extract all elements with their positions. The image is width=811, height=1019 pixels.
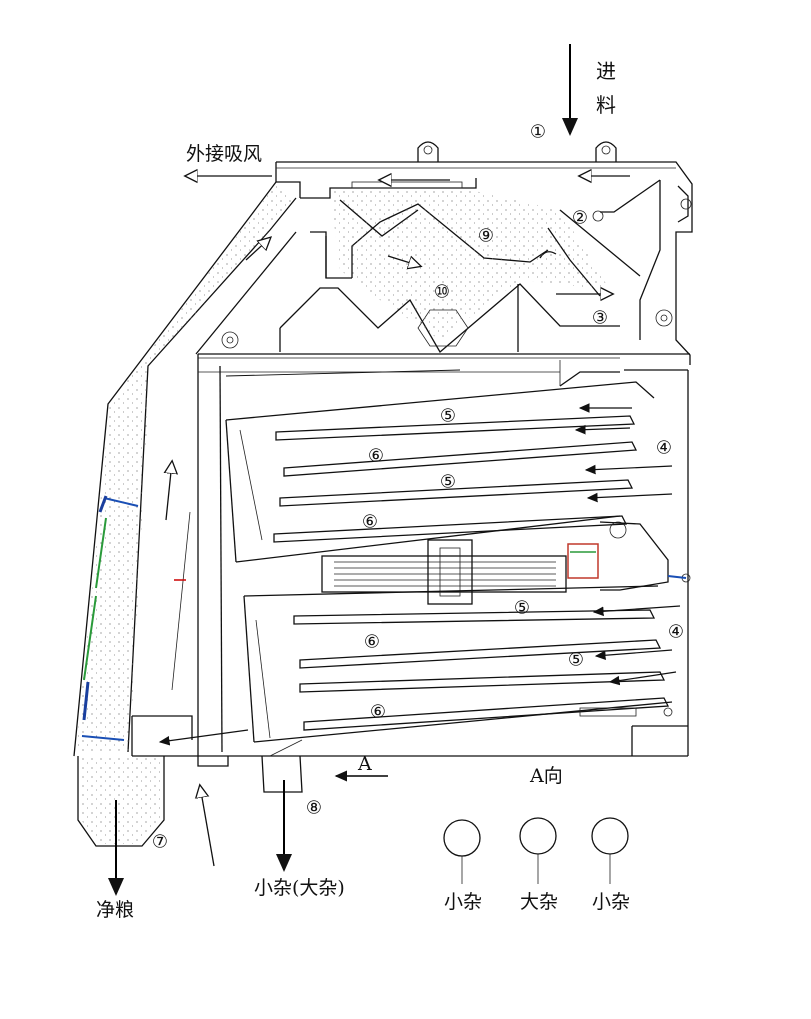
outlet-circle-right [591,817,629,855]
a-marker-label: A [357,753,372,775]
sieve-body [131,354,691,757]
callout-6-c: ⑥ [364,632,380,653]
outlet-label-right: 小杂 [592,891,630,913]
callout-4-upper: ④ [656,438,672,459]
outlet-circle-left [443,819,481,857]
small-impurity-label: 小杂(大杂) [254,877,345,899]
callout-6-d: ⑥ [370,702,386,723]
callout-2: ② [572,208,588,229]
callout-5-c: ⑤ [514,598,530,619]
lifting-lug-right [595,141,617,162]
lifting-lug-left [417,141,439,162]
callout-9: ⑨ [478,226,494,247]
callout-8: ⑧ [306,798,322,819]
callout-6-a: ⑥ [368,446,384,467]
outlet-label-left: 小杂 [444,891,482,913]
feed-label-char2: 料 [596,93,616,117]
callouts: ① ② ③ ④ ④ ⑤ ⑤ ⑤ ⑤ ⑥ ⑥ ⑥ ⑥ ⑦ ⑧ ⑨ ⑩ [152,122,684,853]
outlet-label-middle: 大杂 [520,891,558,913]
callout-7: ⑦ [152,832,168,853]
external-suction-label: 外接吸风 [186,143,262,165]
clean-grain-label: 净粮 [96,899,134,921]
callout-4-lower: ④ [668,622,684,643]
callout-3: ③ [592,308,608,329]
callout-1: ① [530,122,546,143]
callout-10: ⑩ [434,282,450,303]
outlet-circle-middle [519,817,557,855]
callout-5-d: ⑤ [568,650,584,671]
upper-aspiration-chamber [198,141,693,365]
vibration-motor-assembly [321,521,669,605]
flow-arrows [108,44,681,896]
text-labels: 进 料 外接吸风 净粮 小杂(大杂) A A向 小杂 大杂 小杂 [96,59,630,921]
callout-5-b: ⑤ [440,472,456,493]
a-direction-label: A向 [529,765,563,787]
callout-5-a: ⑤ [440,406,456,427]
callout-6-b: ⑥ [362,512,378,533]
suction-duct [73,181,327,757]
a-view-outlets [443,817,629,884]
feed-label-char1: 进 [596,59,616,83]
